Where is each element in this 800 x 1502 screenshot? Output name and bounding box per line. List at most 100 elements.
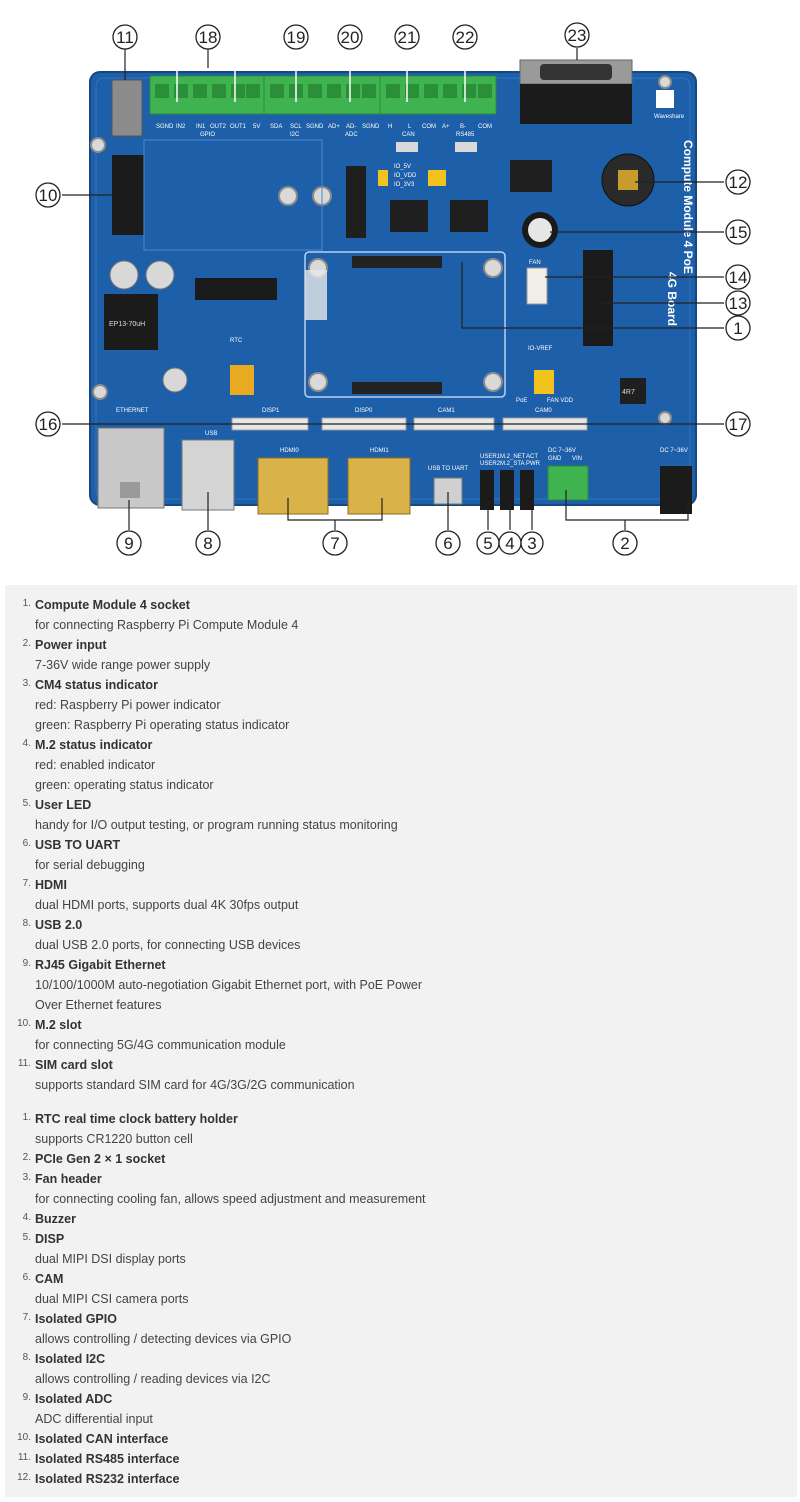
item-title: Isolated ADC (35, 1392, 113, 1406)
hdmi1-port (347, 457, 411, 515)
item-description: ADC differential input (35, 1412, 153, 1426)
callout-3: 3 (520, 531, 544, 555)
item-title: DISP (35, 1232, 65, 1246)
item-number: 9. (22, 1392, 31, 1403)
svg-text:17: 17 (729, 415, 748, 434)
list-item: 11.Isolated RS485 interface (15, 1449, 775, 1469)
svg-text:18: 18 (199, 28, 218, 47)
rs485-label: RS485 (456, 132, 475, 138)
item-number: 7. (22, 878, 31, 889)
item-description: for connecting 5G/4G communication modul… (35, 1038, 286, 1052)
list-item: 9. Isolated ADC ADC differential input (15, 1389, 775, 1429)
item-description: dual HDMI ports, supports dual 4K 30fps … (35, 898, 299, 912)
item-number: 12. (17, 1472, 31, 1483)
svg-text:1: 1 (733, 319, 742, 338)
gpio-pin-label: SGND (156, 124, 174, 130)
callout-11: 11 (112, 24, 138, 50)
svg-text:9: 9 (124, 534, 133, 553)
user2-label: USER2 (480, 461, 501, 467)
item-number: 1. (22, 1112, 31, 1123)
cm4-status-led (520, 470, 534, 510)
cam1-label: CAM1 (438, 408, 455, 414)
dc-in-label: DC 7~36V (548, 448, 576, 454)
callout-16: 16 (35, 411, 61, 437)
io-vref-label: IO-VREF (528, 346, 553, 352)
db9-connector (519, 59, 633, 124)
dip-switch (230, 365, 254, 395)
callout-5: 5 (476, 531, 500, 555)
item-description: for connecting cooling fan, allows speed… (35, 1192, 426, 1206)
item-description: supports standard SIM card for 4G/3G/2G … (35, 1078, 355, 1092)
callout-15: 15 (725, 219, 751, 245)
item-title: Isolated I2C (35, 1352, 106, 1366)
terminal-blocks (149, 75, 497, 115)
item-number: 11. (17, 1058, 31, 1069)
item-entry: Isolated ADC ADC differential input (35, 1389, 153, 1429)
item-number: 6. (22, 1272, 31, 1283)
svg-text:16: 16 (39, 415, 58, 434)
item-title: User LED (35, 798, 92, 812)
item-number: 4. (22, 1212, 31, 1223)
cm4-connector-top (352, 256, 442, 268)
rs485-pin-label: A+ (442, 124, 450, 130)
item-title: CM4 status indicator (35, 678, 158, 692)
item-description: supports CR1220 button cell (35, 1132, 193, 1146)
item-entry: Isolated CAN interface (35, 1429, 168, 1449)
item-title: RTC real time clock battery holder (35, 1112, 238, 1126)
dc-jack (660, 466, 692, 514)
item-description: Over Ethernet features (35, 998, 162, 1012)
item-entry: SIM card slot supports standard SIM card … (35, 1055, 355, 1095)
callout-6: 6 (435, 530, 461, 556)
svg-text:4: 4 (505, 534, 514, 553)
item-title: Compute Module 4 socket (35, 598, 190, 612)
item-number: 10. (17, 1018, 31, 1029)
adc-pin-label: AD- (346, 124, 356, 130)
svg-text:5: 5 (483, 534, 492, 553)
item-description: red: enabled indicator (35, 758, 156, 772)
ethernet-label: ETHERNET (116, 408, 149, 414)
svg-text:7: 7 (330, 534, 339, 553)
gnd-label: GND (548, 456, 562, 462)
item-number: 8. (22, 918, 31, 929)
dc-side-label: DC 7~36V (660, 448, 688, 454)
gpio-pin-label: OUT2 (210, 124, 227, 130)
callout-8: 8 (195, 530, 221, 556)
item-title: M.2 slot (35, 1018, 82, 1032)
callout-12: 12 (725, 169, 751, 195)
board-figure: SGND IN2 IN1 OUT2 OUT1 5V GPIO SDA SCL S… (0, 0, 800, 580)
svg-text:6: 6 (443, 534, 452, 553)
item-entry: Isolated RS232 interface (35, 1469, 180, 1489)
rs485-pin-label: B- (460, 124, 466, 130)
svg-text:20: 20 (341, 28, 360, 47)
item-number: 6. (22, 838, 31, 849)
item-number: 2. (22, 1152, 31, 1163)
item-number: 3. (22, 678, 31, 689)
item-title: HDMI (35, 878, 67, 892)
inductor (104, 294, 158, 350)
usb-label: USB (205, 431, 217, 437)
power-terminal (547, 465, 589, 501)
io-5v-label: IO_5V (394, 164, 411, 170)
feature-list-2: 1. RTC real time clock battery holder supp… (15, 1109, 775, 1489)
item-title: Isolated GPIO (35, 1312, 117, 1326)
rs485-pin-label: COM (478, 124, 492, 130)
item-entry: RTC real time clock battery holder suppor… (35, 1109, 238, 1149)
item-description: 7-36V wide range power supply (35, 658, 211, 672)
svg-text:14: 14 (729, 268, 748, 287)
callout-9: 9 (116, 530, 142, 556)
item-title: SIM card slot (35, 1058, 113, 1072)
item-number: 3. (22, 1172, 31, 1183)
fan-header (526, 267, 548, 305)
callout-1: 1 (725, 315, 751, 341)
can-pin-label: H (388, 124, 392, 130)
pin-header (195, 278, 277, 300)
